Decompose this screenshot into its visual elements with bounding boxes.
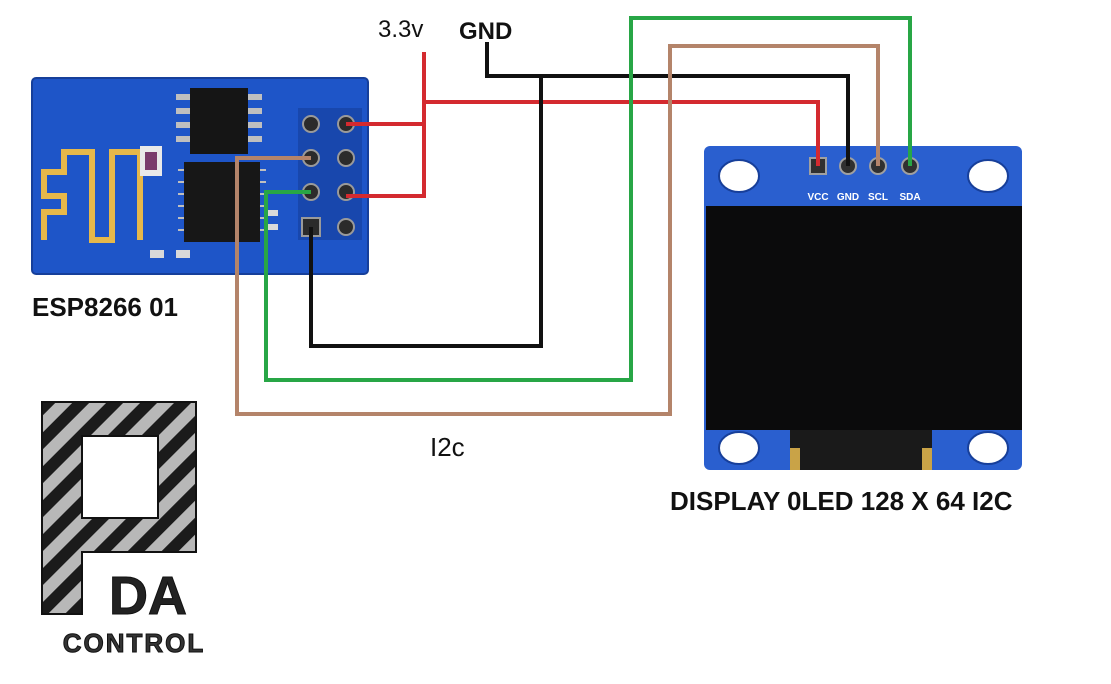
oled-pin-label-sda: SDA	[899, 192, 920, 203]
vcc-wire	[346, 52, 820, 198]
logo-letters: DA	[109, 566, 187, 626]
sda-wire	[264, 16, 912, 382]
vcc-label: 3.3v	[378, 16, 424, 43]
oled-board: VCC GND SCL SDA	[704, 146, 1022, 470]
esp-chip	[184, 162, 260, 242]
oled-pin-label-gnd: GND	[837, 192, 859, 203]
oled-screen	[706, 206, 1022, 430]
oled-pin-label-vcc: VCC	[807, 192, 828, 203]
gnd-label: GND	[459, 18, 513, 45]
i2c-bus-label: I2c	[430, 432, 465, 462]
esp-module-label: ESP8266 01	[32, 292, 179, 322]
oled-module-label: DISPLAY 0LED 128 X 64 I2C	[670, 486, 1013, 516]
pcb-antenna	[41, 149, 143, 243]
pda-control-logo: DA CONTROL	[41, 401, 206, 659]
oled-pin-label-scl: SCL	[868, 192, 888, 203]
logo-word: CONTROL	[63, 628, 206, 658]
esp-header	[298, 108, 362, 240]
esp8266-board	[31, 77, 369, 275]
scl-wire	[235, 44, 880, 416]
gnd-wire	[309, 42, 850, 348]
logo-p-shape	[42, 402, 196, 614]
flash-chip	[190, 88, 248, 154]
